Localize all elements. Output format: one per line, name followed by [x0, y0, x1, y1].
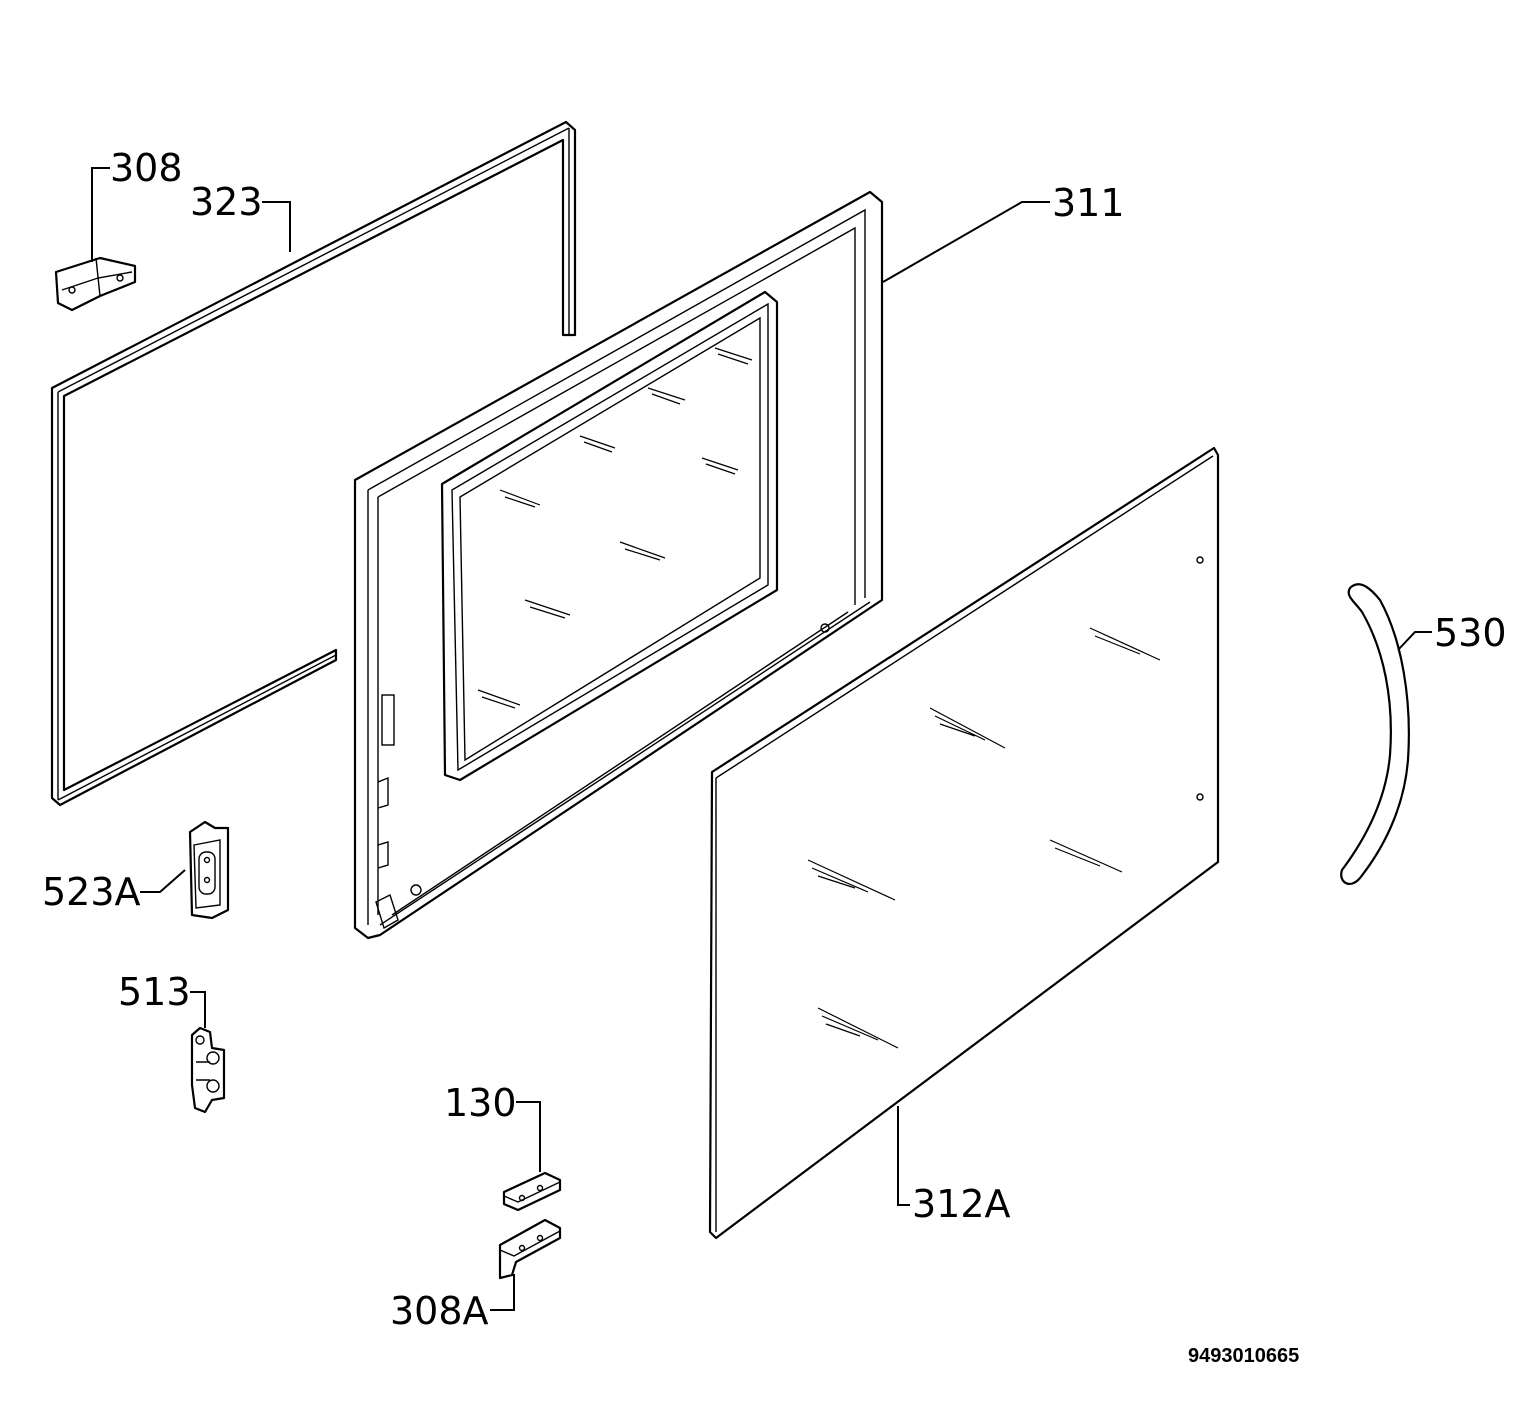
label-523a: 523A	[42, 870, 141, 914]
latch-513	[190, 1026, 226, 1114]
hinge-bracket-308a	[498, 1218, 562, 1280]
plate-130	[502, 1171, 562, 1212]
label-312a: 312A	[912, 1182, 1011, 1226]
gasket-frame-323	[50, 120, 577, 807]
hinge-bracket-308	[54, 256, 137, 312]
label-308: 308	[110, 146, 183, 190]
label-530: 530	[1434, 611, 1507, 655]
label-311: 311	[1052, 181, 1125, 225]
outer-glass-panel-312a	[708, 446, 1220, 1240]
door-handle-530	[1340, 583, 1410, 885]
label-323: 323	[190, 180, 263, 224]
label-130: 130	[444, 1081, 517, 1125]
leader-lines	[91, 167, 1432, 1311]
label-308a: 308A	[390, 1289, 489, 1333]
latch-keeper-523a	[188, 820, 230, 920]
label-513: 513	[118, 970, 191, 1014]
inner-door-frame-311	[353, 190, 884, 940]
drawing-code: 9493010665	[1188, 1345, 1299, 1367]
